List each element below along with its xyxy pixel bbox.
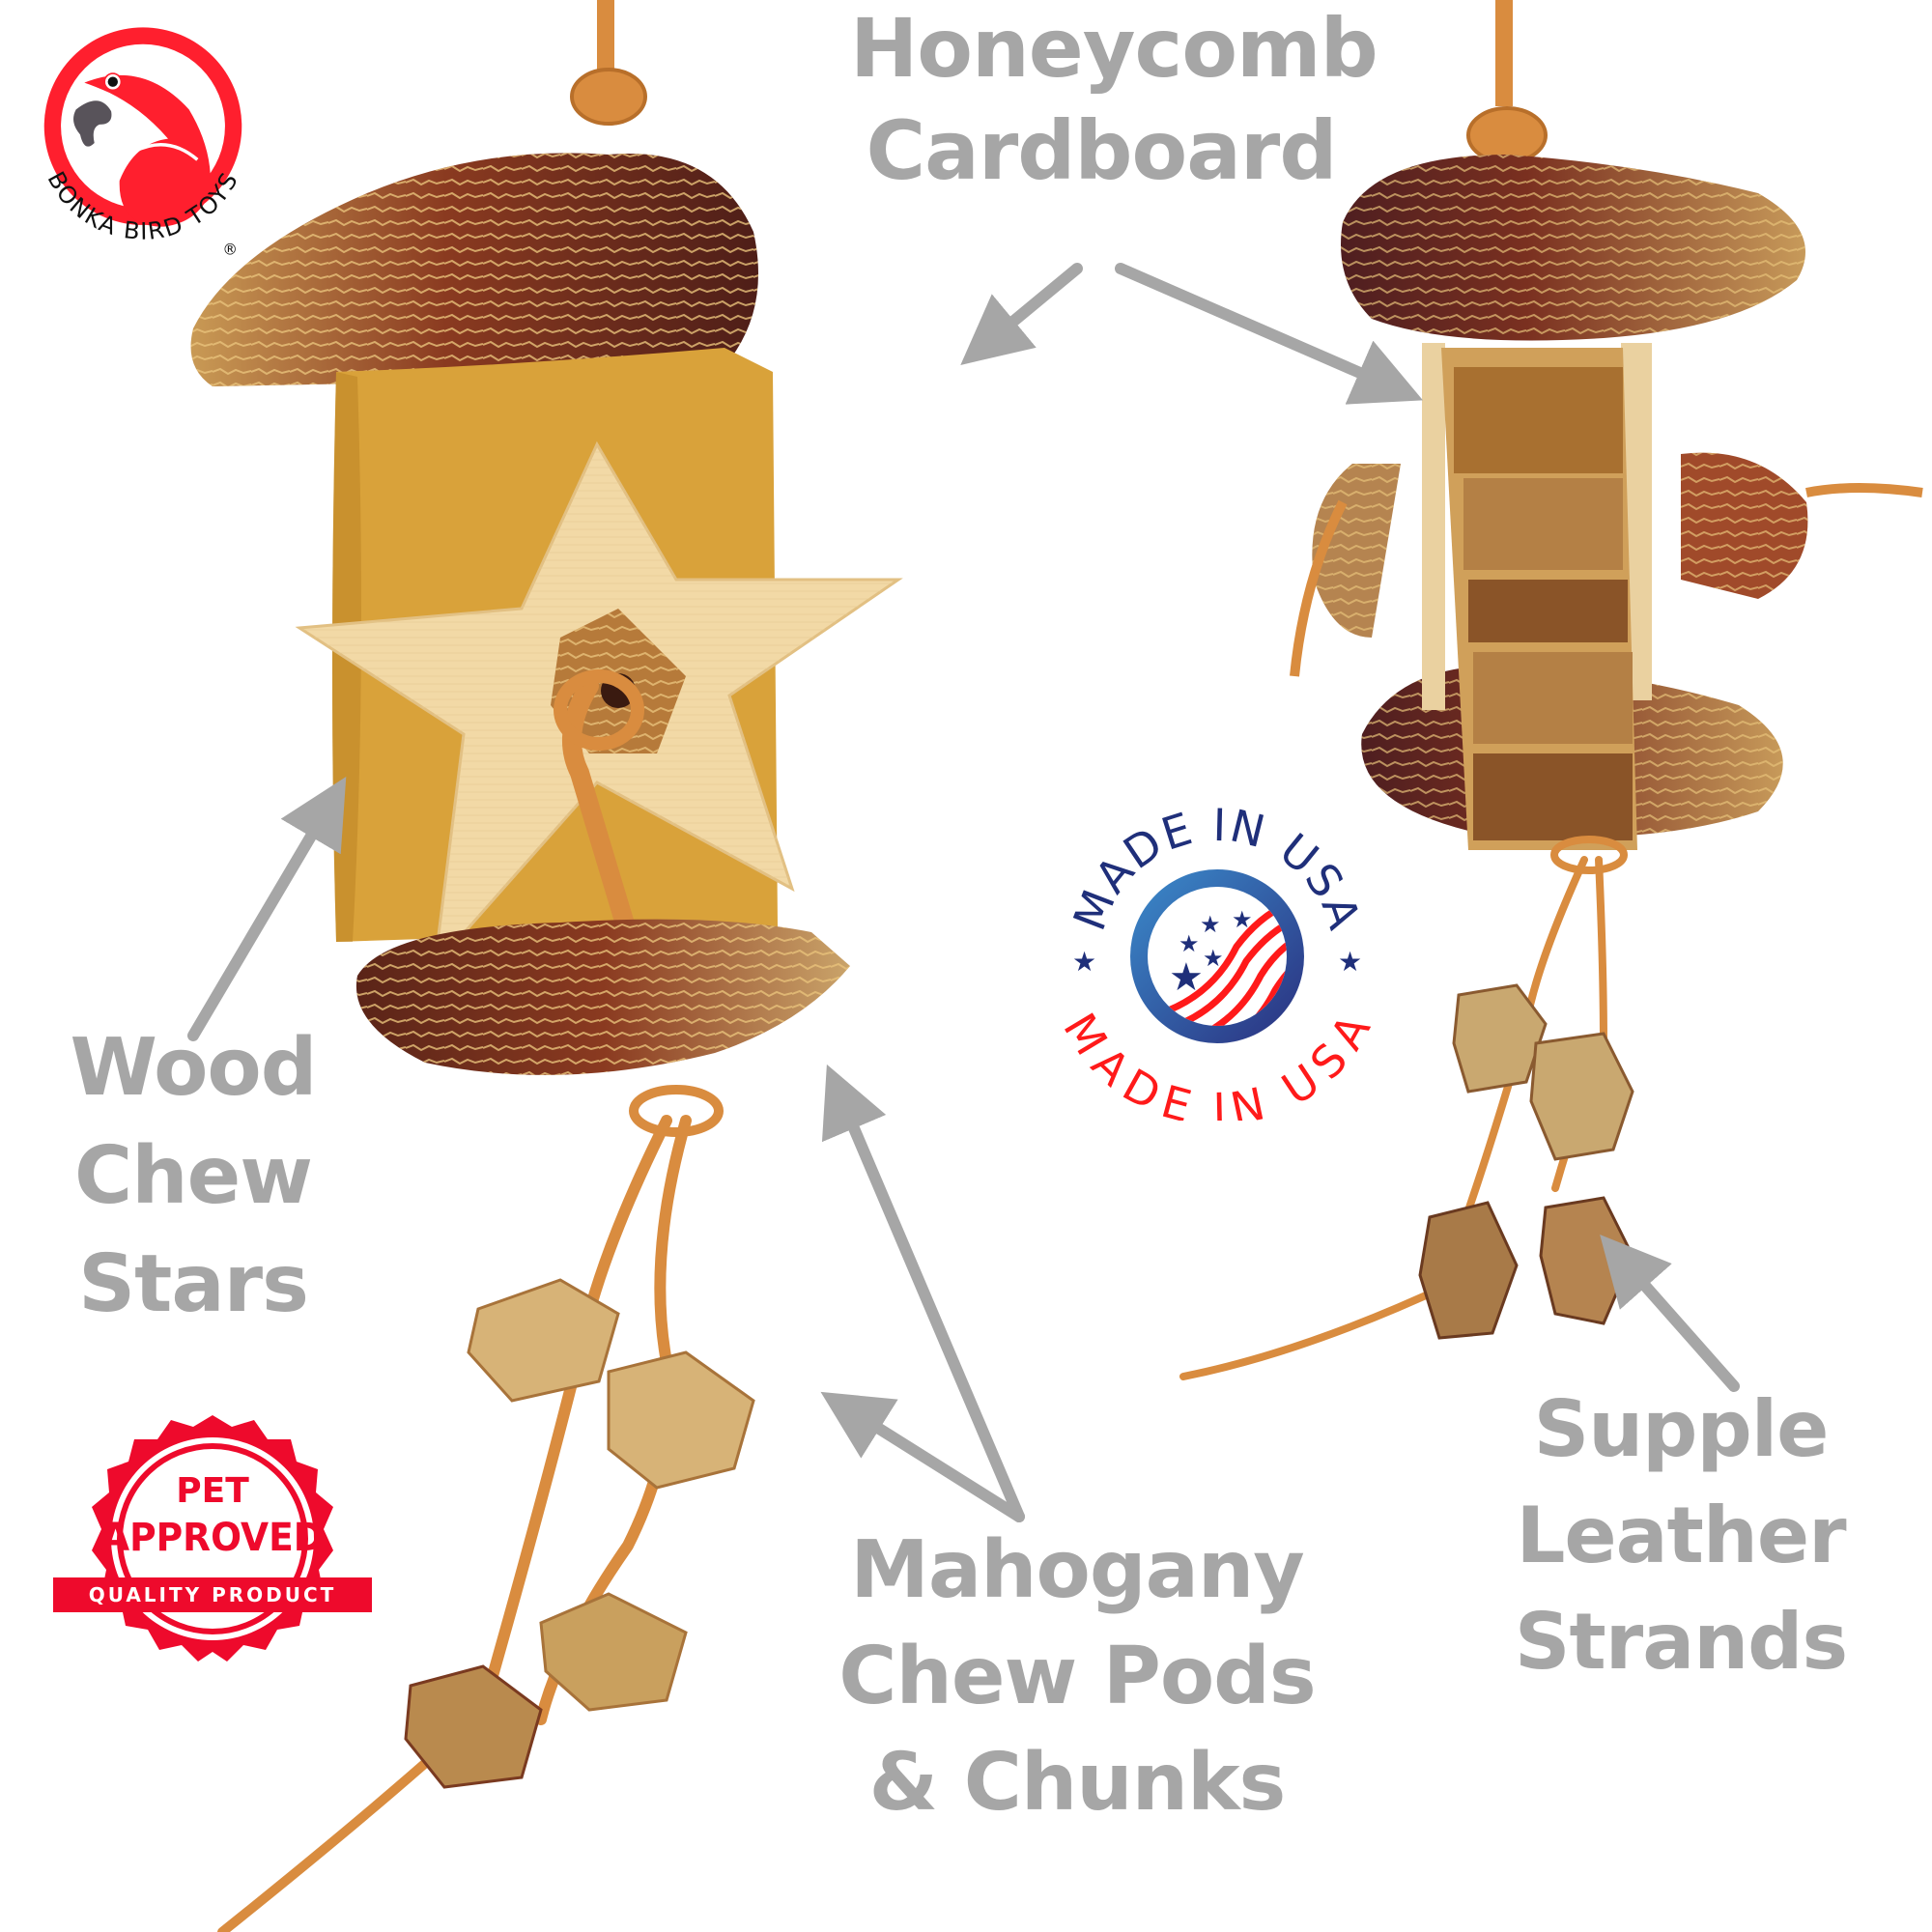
- svg-text:★: ★: [1338, 946, 1362, 978]
- pet-approved-line2: APPROVED: [101, 1516, 324, 1560]
- mahogany-pod-bottom: [355, 919, 850, 1075]
- label-honeycomb-cardboard: Honeycomb Cardboard: [850, 1, 1378, 198]
- svg-text:★: ★: [1169, 955, 1204, 1000]
- arrow-mahogany-pods: [821, 1064, 1025, 1522]
- arrow-wood-stars: [187, 777, 347, 1041]
- pet-approved-ribbon: QUALITY PRODUCT: [89, 1583, 337, 1606]
- label-mahogany-pods-chunks: Mahogany Chew Pods & Chunks: [838, 1524, 1316, 1829]
- arrow-mahogany-chunks: [820, 1391, 1025, 1522]
- pet-approved-badge: PET APPROVED QUALITY PRODUCT: [43, 1406, 382, 1686]
- svg-text:★: ★: [1200, 911, 1221, 938]
- svg-text:★: ★: [1232, 906, 1253, 933]
- mahogany-pod-top-side: [1341, 155, 1805, 341]
- registered-mark: ®: [222, 241, 238, 258]
- parrot-logo-icon: BONKA BIRD TOYS ®: [42, 27, 242, 258]
- label-supple-leather-strands: Supple Leather Strands: [1514, 1384, 1848, 1687]
- arrow-leather-strands: [1600, 1235, 1740, 1392]
- svg-text:★: ★: [1179, 930, 1200, 957]
- product-side-view: [1063, 0, 1932, 1401]
- leather-strand-top: [597, 0, 614, 77]
- pet-approved-line1: PET: [176, 1471, 249, 1511]
- arrow-honeycomb-right: [1115, 263, 1424, 405]
- product-front-view: [174, 0, 1043, 1932]
- leather-strand-star: [562, 676, 647, 976]
- label-wood-chew-stars: Wood Chew Stars: [70, 1022, 318, 1330]
- svg-text:★: ★: [1072, 946, 1096, 978]
- mahogany-pod-top: [190, 153, 758, 386]
- leather-knot-bottom: [629, 1085, 724, 1137]
- brand-logo: BONKA BIRD TOYS ®: [17, 17, 269, 269]
- mahogany-chunks: [404, 1278, 755, 1789]
- flag-stars-icon: ★ ★ ★ ★ ★ ★ ★: [1072, 906, 1362, 1000]
- honeycomb-cardboard-side: [1422, 343, 1652, 850]
- arrow-honeycomb-left: [960, 263, 1083, 365]
- svg-text:★: ★: [1203, 945, 1224, 972]
- leather-knot-top: [570, 68, 647, 126]
- made-in-usa-badge: MADE IN USA MADE IN USA ★ ★ ★ ★ ★ ★ ★: [1043, 773, 1391, 1121]
